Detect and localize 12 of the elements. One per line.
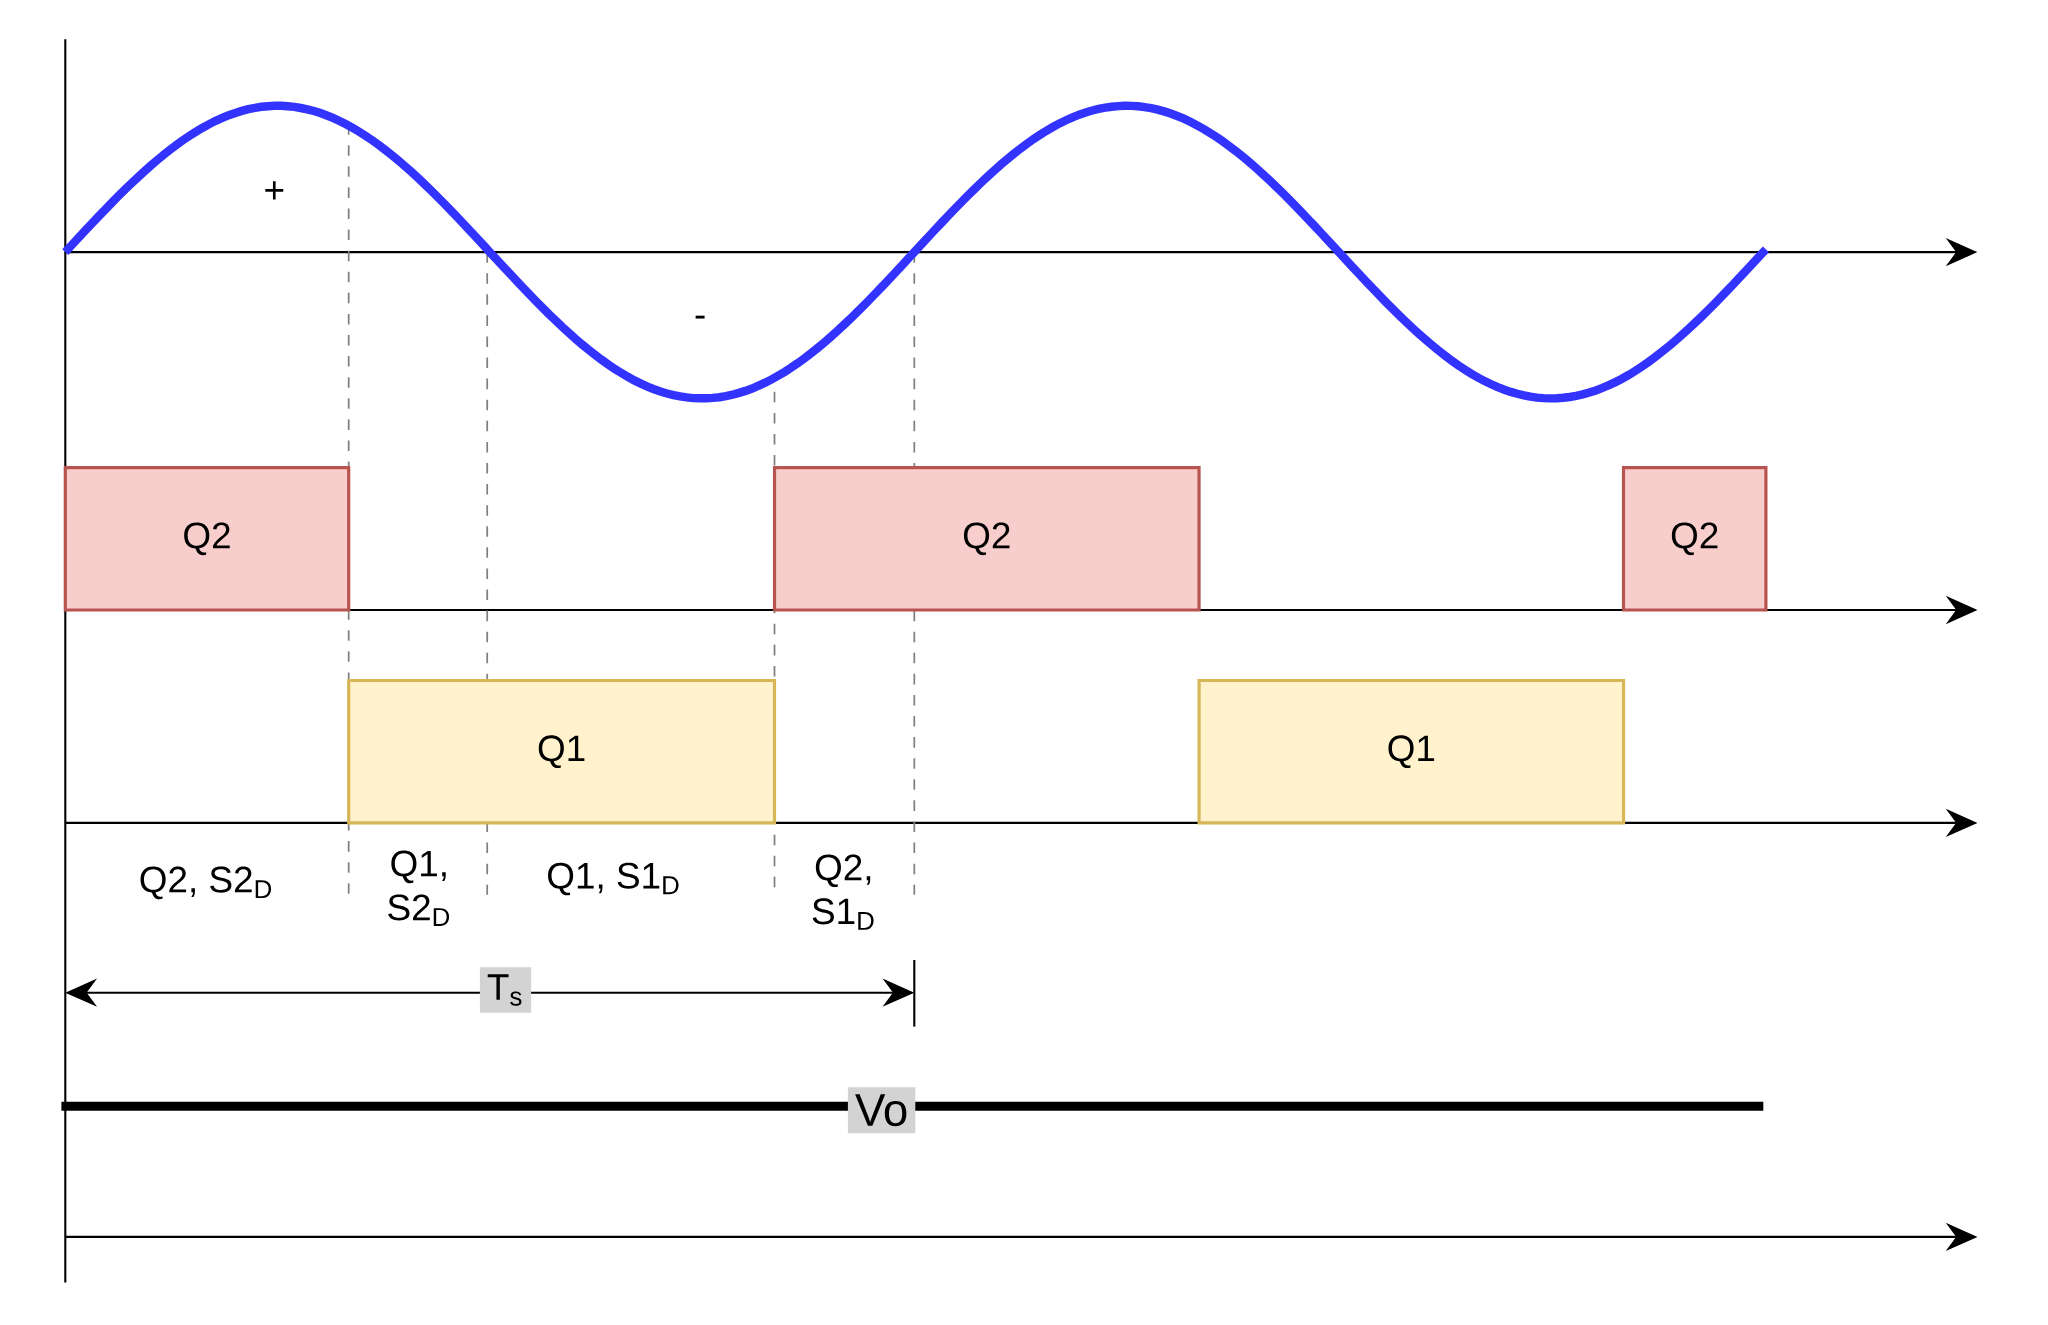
period-label: T$_{s}$ [479,967,532,1013]
plus-sign: + [265,181,284,200]
interval-label: Q1, S1$_{D}$ [548,862,679,896]
interval-label: Q2, S2$_{D}$ [140,866,272,900]
output-label: Vo [847,1087,916,1134]
pulse-box: Q2 [772,466,1201,612]
pulse-box: Q1 [1197,678,1626,825]
minus-sign: - [695,315,705,319]
pulse-box: Q1 [347,678,777,825]
pulse-box: Q2 [63,466,351,612]
interval-label: Q2, S1$_{D}$ [812,854,874,930]
pulse-box: Q2 [1621,466,1768,612]
